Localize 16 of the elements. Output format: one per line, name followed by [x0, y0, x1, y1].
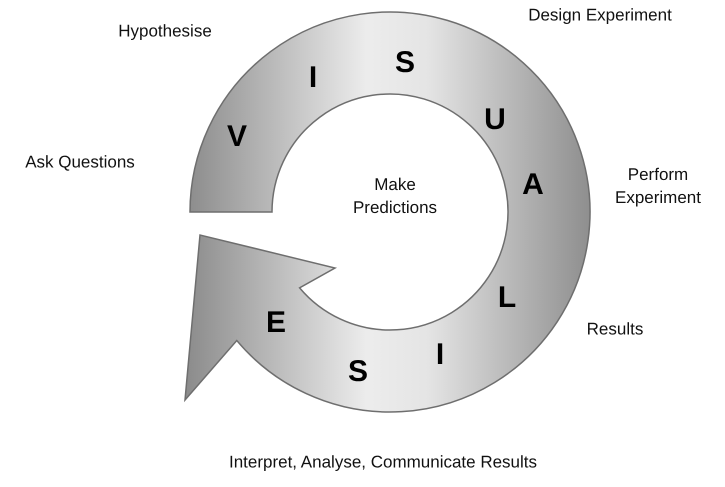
ring-letter: I [436, 336, 444, 373]
ring-letter: V [227, 118, 247, 155]
stage-label: Ask Questions [25, 152, 135, 174]
ring-letter: U [484, 102, 506, 138]
stage-label: Hypothesise [118, 20, 212, 43]
stage-label: Design Experiment [528, 4, 672, 27]
ring-letter: I [308, 60, 318, 96]
stage-label: Interpret, Analyse, Communicate Results [228, 452, 538, 474]
ring-letter: E [266, 304, 286, 341]
ring-letter: S [348, 354, 368, 390]
ring-letter: L [498, 280, 516, 316]
ring-letter: A [522, 166, 544, 203]
stage-label: Perform Experiment [614, 164, 702, 209]
stage-label: Results [586, 318, 644, 341]
stage-label: Make Predictions [352, 174, 438, 219]
ring-letter: S [395, 44, 415, 81]
